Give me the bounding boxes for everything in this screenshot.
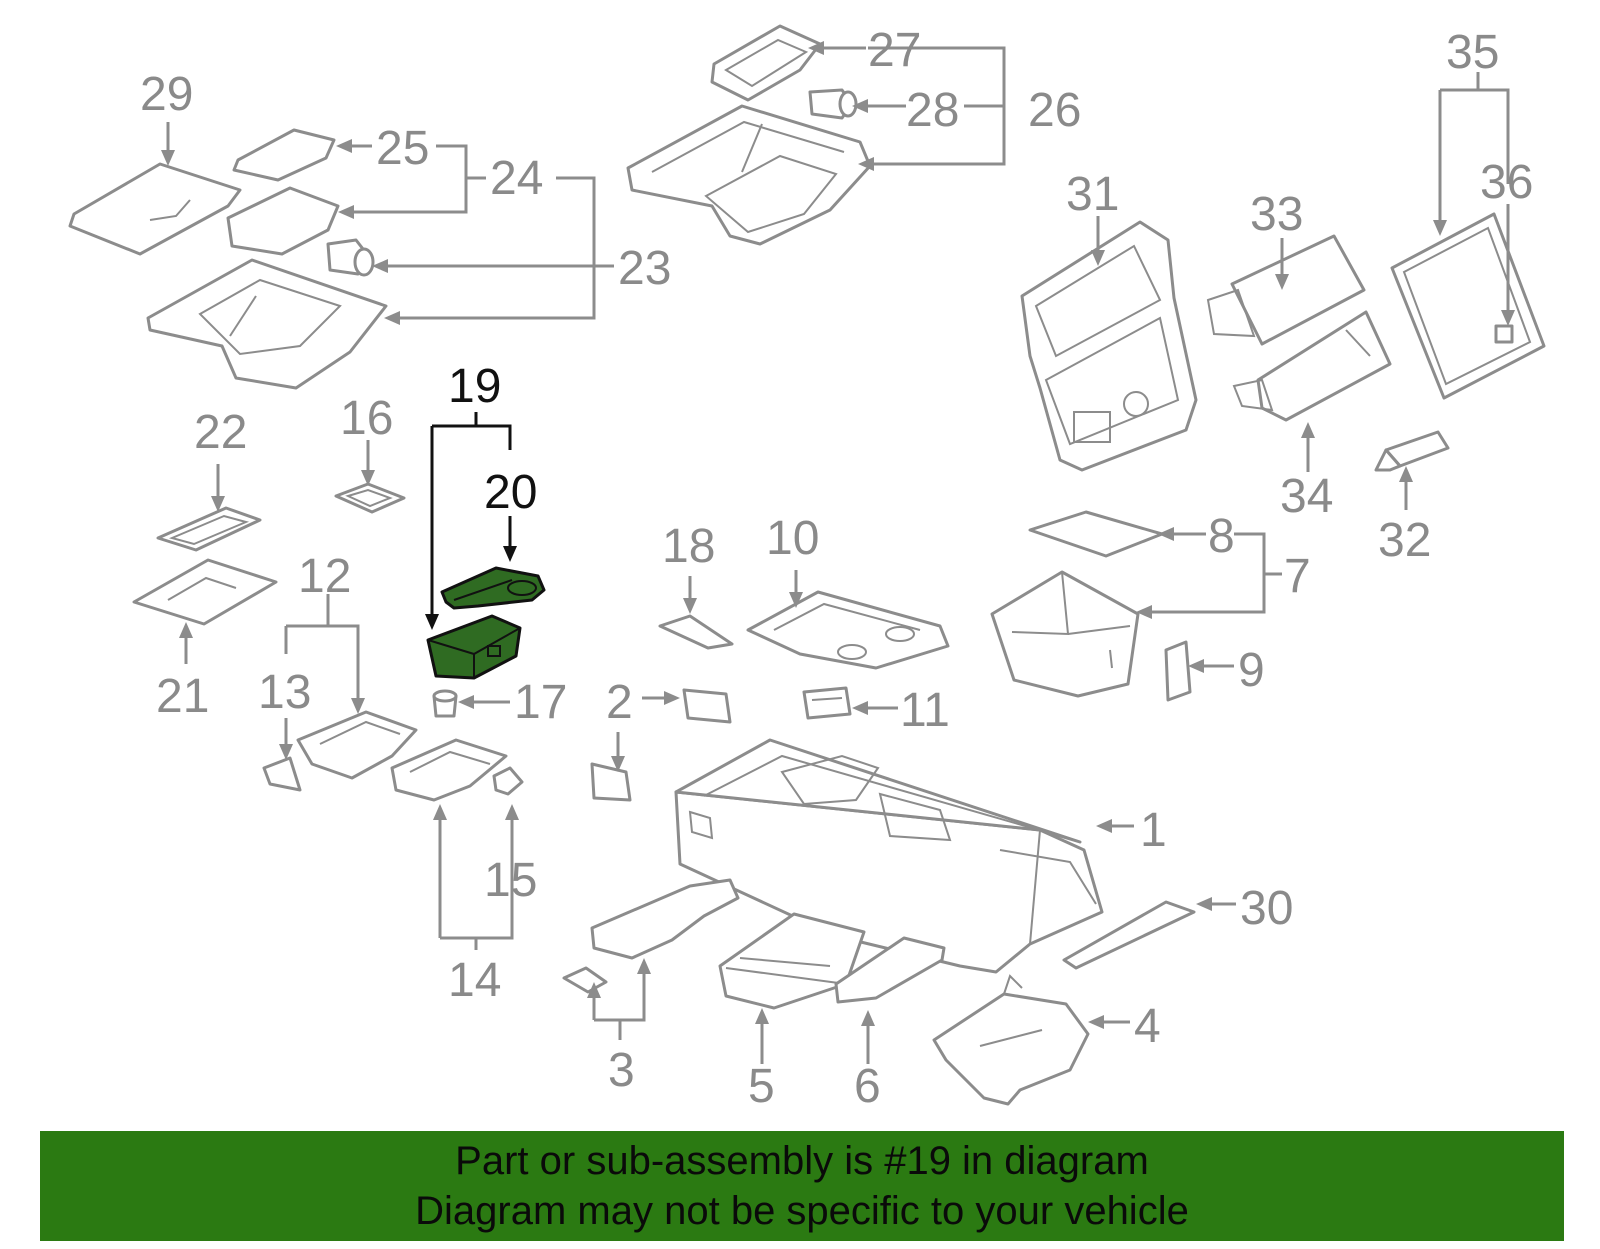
part-22-trim[interactable] [156, 506, 262, 552]
label-14: 14 [448, 954, 501, 1007]
part-13-clip[interactable] [262, 756, 302, 792]
part-15-clip[interactable] [492, 766, 524, 796]
label-35: 35 [1446, 26, 1499, 79]
part-16-trim[interactable] [334, 482, 406, 514]
label-18: 18 [662, 520, 715, 573]
label-15: 15 [484, 854, 537, 907]
part-1-console[interactable] [674, 738, 1104, 974]
part-29-pad[interactable] [68, 162, 242, 256]
part-19-cupholder-assembly[interactable] [426, 614, 522, 680]
part-32-bracket[interactable] [1374, 430, 1450, 472]
part-36-clip[interactable] [1494, 324, 1514, 344]
part-labels-highlighted: 19 20 [448, 360, 537, 519]
part-28-plug[interactable] [808, 88, 858, 120]
label-22: 22 [194, 406, 247, 459]
part-35-door[interactable] [1390, 212, 1546, 400]
label-36: 36 [1480, 156, 1533, 209]
part-3-bracket[interactable] [562, 878, 740, 994]
label-20: 20 [484, 466, 537, 519]
label-8: 8 [1208, 510, 1235, 563]
part-26-lid-assembly[interactable] [626, 104, 872, 246]
label-3: 3 [608, 1044, 635, 1097]
part-24-bin[interactable] [226, 186, 340, 256]
part-33-pocket[interactable] [1206, 234, 1366, 346]
part-14-plate[interactable] [390, 738, 508, 802]
part-17-cup[interactable] [432, 689, 458, 718]
part-4-bracket[interactable] [932, 974, 1090, 1106]
part-10-bezel[interactable] [746, 590, 950, 670]
label-12: 12 [298, 550, 351, 603]
label-19: 19 [448, 360, 501, 413]
label-34: 34 [1280, 470, 1333, 523]
label-23: 23 [618, 242, 671, 295]
label-11: 11 [900, 684, 950, 737]
label-31: 31 [1066, 168, 1119, 221]
part-12-plate[interactable] [296, 710, 418, 780]
part-2-pad[interactable] [590, 762, 632, 802]
label-6: 6 [854, 1060, 881, 1113]
label-29: 29 [140, 68, 193, 121]
label-26: 26 [1028, 84, 1081, 137]
part-7-bin[interactable] [990, 570, 1140, 698]
part-30-trim[interactable] [1062, 900, 1196, 970]
label-25: 25 [376, 122, 429, 175]
label-10: 10 [766, 512, 819, 565]
part-18-bracket[interactable] [658, 614, 734, 650]
label-13: 13 [258, 666, 311, 719]
label-33: 33 [1250, 188, 1303, 241]
label-2: 2 [606, 676, 633, 729]
label-24: 24 [490, 152, 543, 205]
part-25-insert[interactable] [232, 128, 336, 182]
part-21-pad[interactable] [132, 558, 278, 626]
label-21: 21 [156, 670, 209, 723]
label-17: 17 [514, 676, 567, 729]
part-34-pocket[interactable] [1232, 310, 1392, 422]
banner-line-2: Diagram may not be specific to your vehi… [415, 1189, 1189, 1233]
part-6-duct[interactable] [834, 936, 946, 1004]
part-24-base[interactable] [146, 258, 388, 390]
label-1: 1 [1140, 804, 1167, 857]
part-2-plate[interactable] [682, 688, 732, 724]
part-31-panel[interactable] [1020, 220, 1198, 472]
label-27: 27 [868, 24, 921, 77]
label-30: 30 [1240, 882, 1293, 935]
label-28: 28 [906, 84, 959, 137]
part-20-cupholder-insert[interactable] [440, 566, 546, 610]
info-banner: Part or sub-assembly is #19 in diagram D… [40, 1131, 1564, 1241]
label-7: 7 [1284, 550, 1311, 603]
part-11-vent[interactable] [802, 686, 852, 720]
label-9: 9 [1238, 644, 1265, 697]
part-9-insert[interactable] [1164, 640, 1192, 702]
part-23-plug[interactable] [326, 238, 375, 277]
part-labels: 27 28 26 29 25 24 23 35 36 31 33 34 32 8… [140, 24, 1533, 1113]
banner-line-1: Part or sub-assembly is #19 in diagram [455, 1139, 1149, 1183]
leader-lines-highlighted [425, 412, 517, 630]
label-32: 32 [1378, 514, 1431, 567]
label-5: 5 [748, 1060, 775, 1113]
label-4: 4 [1134, 1000, 1161, 1053]
label-16: 16 [340, 392, 393, 445]
part-8-mat[interactable] [1028, 510, 1164, 558]
part-27-tray[interactable] [710, 24, 822, 102]
leader-lines [161, 41, 1515, 1064]
